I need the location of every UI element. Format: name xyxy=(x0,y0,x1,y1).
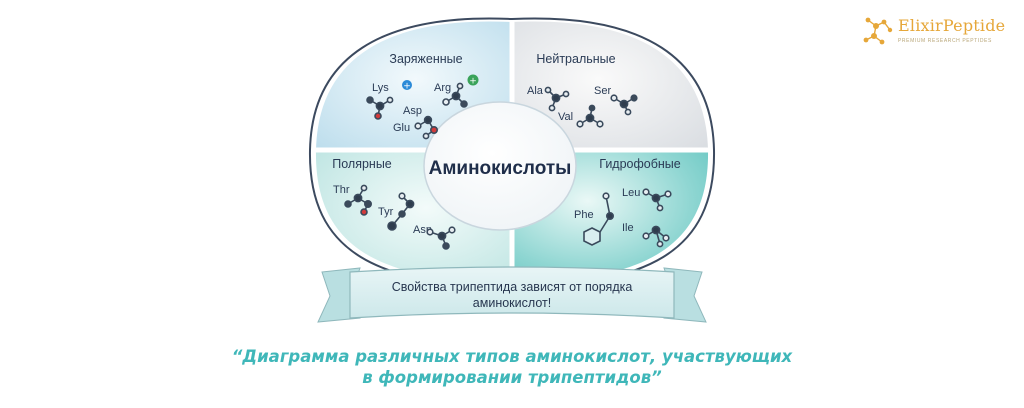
aa-label-leu: Leu xyxy=(622,187,640,199)
aa-label-ser: Ser xyxy=(594,85,611,97)
group-title-neutral: Нейтральные xyxy=(536,52,615,66)
group-title-polar: Полярные xyxy=(332,157,392,171)
svg-text:+: + xyxy=(403,82,411,92)
molecule-ser-icon xyxy=(610,94,638,116)
brand-name: ElixirPeptide xyxy=(898,16,1006,35)
aa-label-phe: Phe xyxy=(574,209,594,221)
molecule-thr-icon xyxy=(344,184,372,216)
center-title: Аминокислоты xyxy=(429,158,572,179)
group-title-hydrophobic: Гидрофобные xyxy=(599,157,681,171)
aa-label-thr: Thr xyxy=(333,184,350,196)
caption-line1: “Диаграмма различных типов аминокислот, … xyxy=(231,347,793,366)
molecule-leu-icon xyxy=(642,188,672,212)
molecule-lys-icon xyxy=(366,96,394,120)
svg-text:+: + xyxy=(469,77,477,87)
ribbon-banner: Свойства трипептида зависят от порядка а… xyxy=(317,266,707,323)
molecule-tyr-icon xyxy=(387,192,415,231)
molecule-arg-icon xyxy=(442,82,468,108)
ribbon-text-line1: Свойства трипептида зависят от порядка xyxy=(392,280,633,294)
positive-charge-icon xyxy=(402,80,412,90)
molecule-ala-icon xyxy=(544,86,570,112)
molecule-asn-icon xyxy=(426,226,456,250)
aa-label-val: Val xyxy=(558,111,573,123)
positive-charge-icon xyxy=(467,74,479,86)
molecule-phe-icon xyxy=(583,192,614,246)
aa-label-lys: Lys xyxy=(372,82,389,94)
ribbon-text-line2: аминокислот! xyxy=(473,296,551,310)
molecule-val-icon xyxy=(576,104,604,128)
caption-line2: в формировании трипептидов” xyxy=(362,368,662,387)
molecule-ile-icon xyxy=(642,225,670,248)
caption: “Диаграмма различных типов аминокислот, … xyxy=(0,346,1024,388)
aa-label-arg: Arg xyxy=(434,82,451,94)
group-title-charged: Заряженные xyxy=(389,52,462,66)
molecule-glu-icon xyxy=(414,115,438,140)
brand-logo: ElixirPeptide PREMIUM RESEARCH PEPTIDES xyxy=(858,14,1014,54)
center-ellipse xyxy=(423,101,577,231)
aa-label-tyr: Tyr xyxy=(378,206,394,218)
aa-label-ile: Ile xyxy=(622,222,634,234)
aa-label-ala: Ala xyxy=(527,85,544,97)
brand-tagline: PREMIUM RESEARCH PEPTIDES xyxy=(898,38,992,44)
aa-label-glu: Glu xyxy=(393,122,410,134)
aa-label-asp: Asp xyxy=(403,105,422,117)
molecule-logo-icon xyxy=(863,17,893,45)
